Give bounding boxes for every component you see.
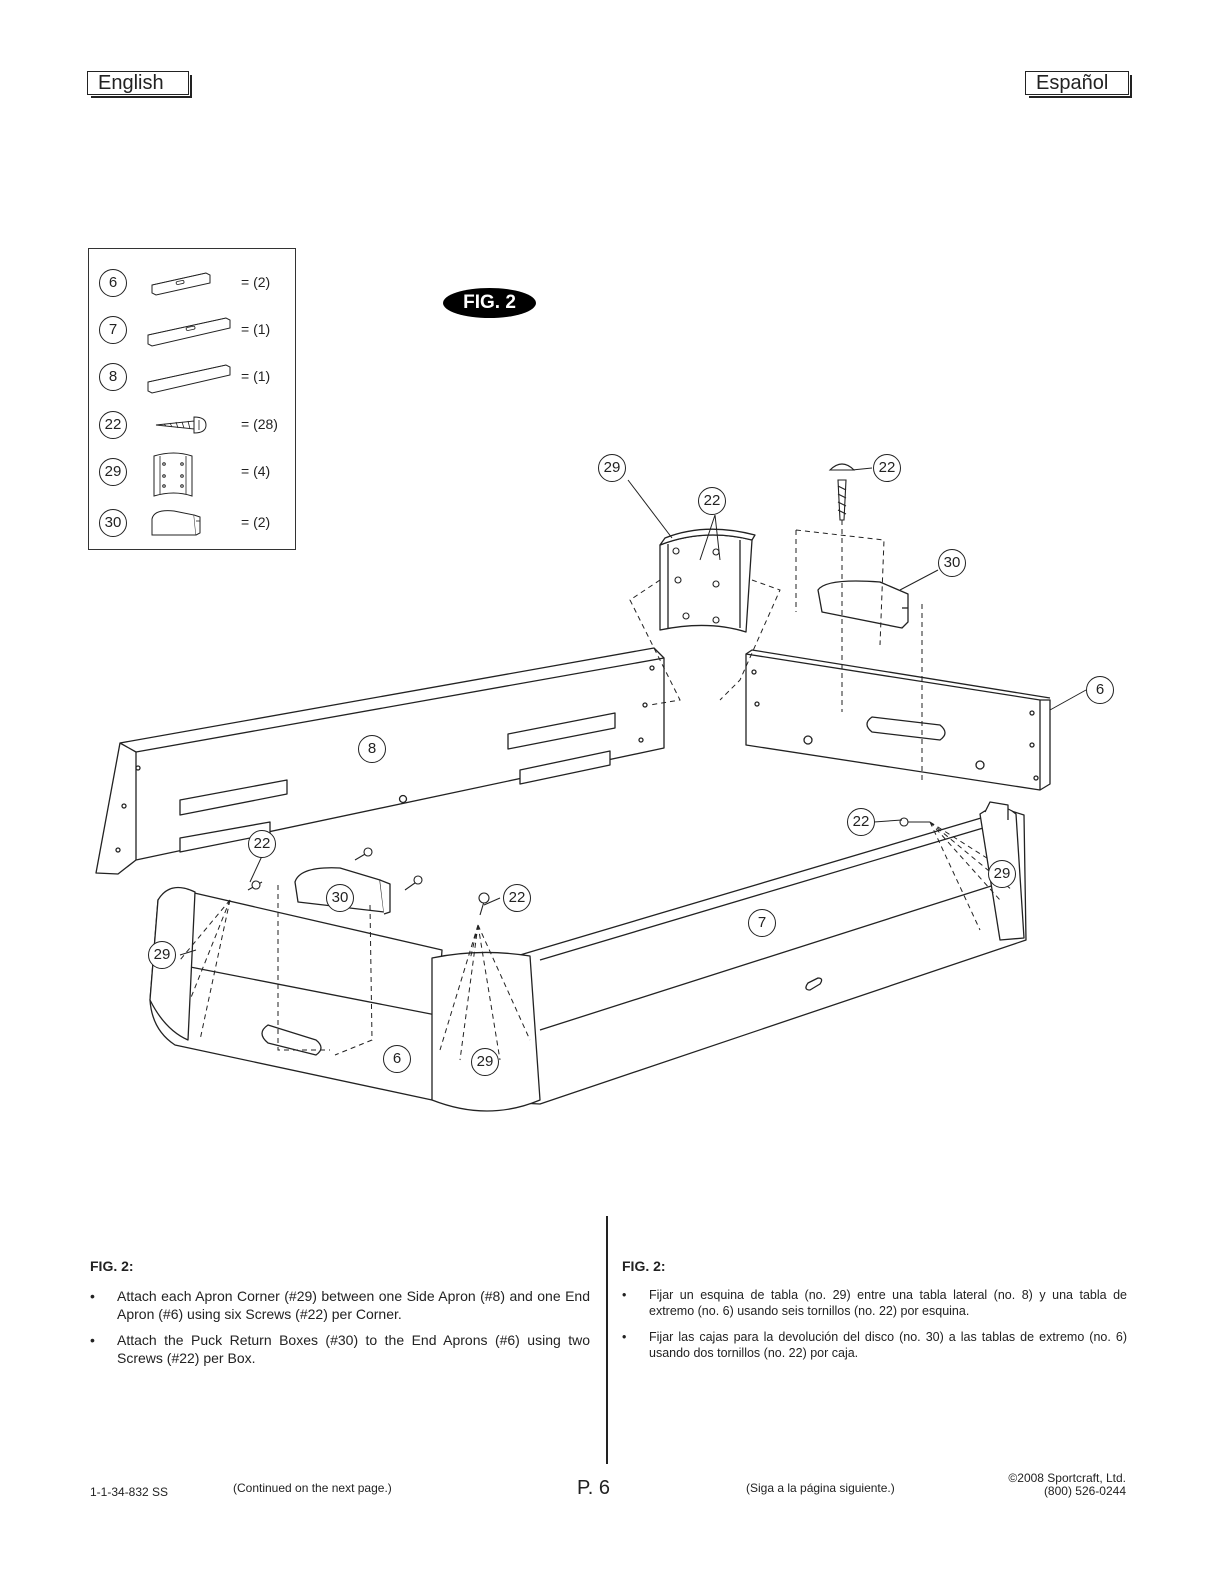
continued-note-english: (Continued on the next page.) xyxy=(233,1481,392,1495)
part-quantity: = (1) xyxy=(241,368,271,384)
puck-return-box-icon xyxy=(151,510,201,536)
copyright-text: ©2008 Sportcraft, Ltd. xyxy=(1008,1471,1126,1485)
callout-22: 22 xyxy=(248,830,276,858)
part-row-7: 7 = (1) xyxy=(89,310,295,350)
bullet-dot: • xyxy=(90,1332,95,1348)
puck-return-box-30-front xyxy=(294,867,385,913)
callout-22: 22 xyxy=(847,808,875,836)
screw-icon xyxy=(155,416,207,434)
part-quantity: = (4) xyxy=(241,463,271,479)
puck-return-box-30-top xyxy=(817,580,903,629)
parts-legend: 6 = (2) 7 = (1) 8 = (1) 22 = ( xyxy=(88,248,296,550)
instruction-bullet: • Fijar las cajas para la devolución del… xyxy=(622,1329,1127,1361)
instructions-title: FIG. 2: xyxy=(622,1258,666,1274)
side-apron-with-slot-icon xyxy=(147,317,231,347)
callout-29: 29 xyxy=(148,941,176,969)
language-label-spanish: Español xyxy=(1025,71,1132,98)
apron-corner-29-top xyxy=(659,534,753,633)
continued-note-spanish: (Siga a la página siguiente.) xyxy=(746,1481,895,1495)
instruction-text: Attach each Apron Corner (#29) between o… xyxy=(117,1288,590,1322)
apron-corner-29-left xyxy=(149,886,196,1041)
part-number: 8 xyxy=(99,363,127,391)
part-row-8: 8 = (1) xyxy=(89,357,295,397)
instruction-bullet: • Fijar un esquina de tabla (no. 29) ent… xyxy=(622,1287,1127,1319)
callout-30: 30 xyxy=(326,884,354,912)
part-quantity: = (28) xyxy=(241,416,278,432)
instructions-spanish: FIG. 2: • Fijar un esquina de tabla (no.… xyxy=(622,1258,1127,1371)
instruction-text: Fijar un esquina de tabla (no. 29) entre… xyxy=(649,1288,1127,1318)
part-row-6: 6 = (2) xyxy=(89,263,295,303)
instruction-text: Fijar las cajas para la devolución del d… xyxy=(649,1330,1127,1360)
instructions-english: FIG. 2: • Attach each Apron Corner (#29)… xyxy=(90,1258,590,1375)
column-divider xyxy=(606,1216,608,1464)
side-apron-8 xyxy=(95,647,665,875)
callout-29: 29 xyxy=(598,454,626,482)
part-row-29: 29 = (4) xyxy=(89,452,295,502)
part-row-30: 30 = (2) xyxy=(89,503,295,543)
callout-29: 29 xyxy=(471,1048,499,1076)
part-row-22: 22 = (28) xyxy=(89,405,295,445)
page-number: P. 6 xyxy=(577,1477,610,1499)
phone-number: (800) 526-0244 xyxy=(1043,1484,1126,1498)
callout-6: 6 xyxy=(1086,676,1114,704)
instruction-bullet: • Attach the Puck Return Boxes (#30) to … xyxy=(90,1331,590,1367)
figure-badge: FIG. 2 xyxy=(443,288,536,318)
end-apron-6-front xyxy=(149,889,443,1101)
part-number: 7 xyxy=(99,316,127,344)
document-code: 1-1-34-832 SS xyxy=(90,1485,169,1499)
part-number: 30 xyxy=(99,509,127,537)
copyright-block: ©2008 Sportcraft, Ltd. (800) 526-0244 xyxy=(960,1472,1126,1498)
side-apron-icon xyxy=(147,364,231,394)
screw-22-top xyxy=(837,479,847,521)
bullet-dot: • xyxy=(90,1288,95,1304)
instructions-title: FIG. 2: xyxy=(90,1258,134,1274)
end-apron-icon xyxy=(151,272,211,296)
callout-22: 22 xyxy=(503,884,531,912)
callout-6: 6 xyxy=(383,1045,411,1073)
language-label-english: English xyxy=(87,71,192,98)
part-quantity: = (2) xyxy=(241,514,271,530)
bullet-dot: • xyxy=(622,1330,627,1344)
part-quantity: = (2) xyxy=(241,274,271,290)
part-number: 29 xyxy=(99,458,127,486)
apron-corner-29-front xyxy=(431,951,541,1112)
callout-7: 7 xyxy=(748,909,776,937)
callout-8: 8 xyxy=(358,735,386,763)
part-quantity: = (1) xyxy=(241,321,271,337)
side-apron-7 xyxy=(519,809,1027,1105)
apron-corner-icon xyxy=(153,452,193,497)
instruction-text: Attach the Puck Return Boxes (#30) to th… xyxy=(117,1332,590,1366)
instruction-bullet: • Attach each Apron Corner (#29) between… xyxy=(90,1287,590,1323)
bullet-dot: • xyxy=(622,1288,627,1302)
end-apron-6-back xyxy=(745,653,1051,791)
callout-30: 30 xyxy=(938,549,966,577)
apron-corner-29-right xyxy=(979,806,1025,941)
callout-22: 22 xyxy=(698,487,726,515)
callout-29: 29 xyxy=(988,860,1016,888)
callout-22: 22 xyxy=(873,454,901,482)
part-number: 6 xyxy=(99,269,127,297)
part-number: 22 xyxy=(99,411,127,439)
